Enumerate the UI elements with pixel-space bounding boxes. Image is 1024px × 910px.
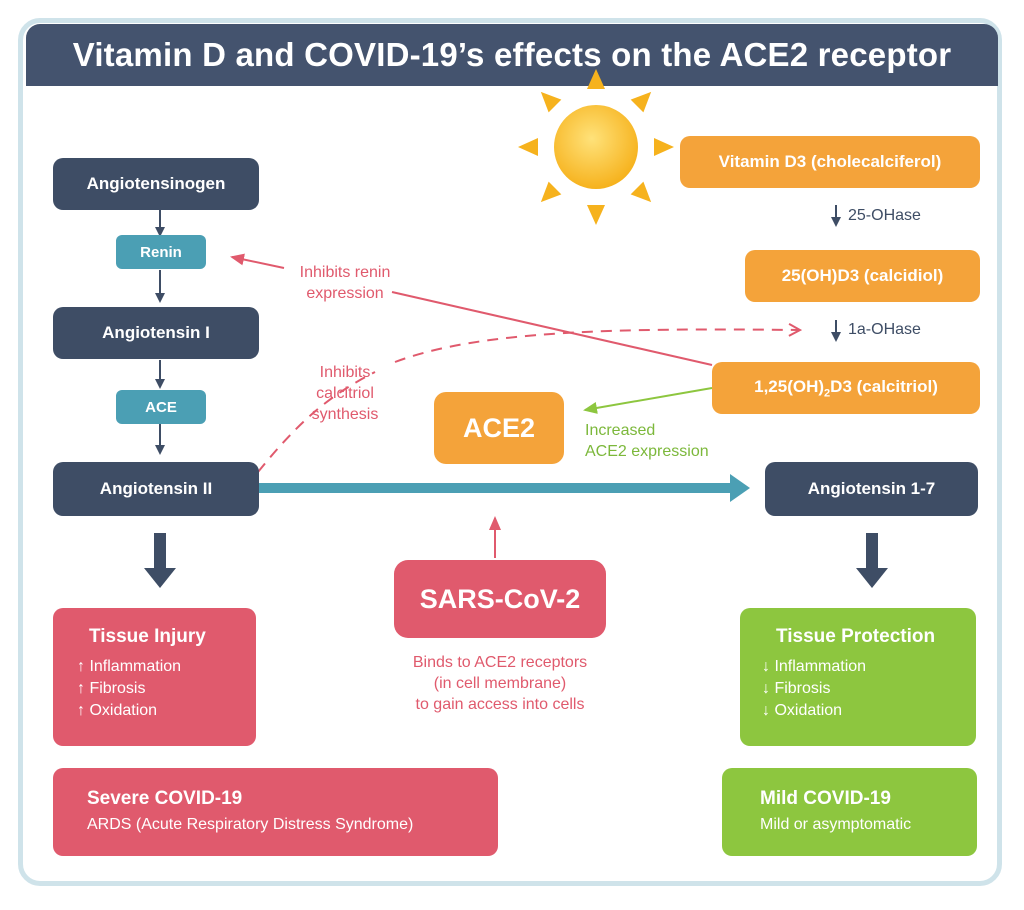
arrow-to-tissue-protection xyxy=(856,533,888,588)
severe-covid-title: Severe COVID-19 xyxy=(87,788,243,809)
calcidiol-label: 25(OH)D3 (calcidiol) xyxy=(781,266,944,285)
calcidiol-box: 25(OH)D3 (calcidiol) xyxy=(745,250,980,302)
ace2-box: ACE2 xyxy=(434,392,564,464)
calcitriol-suffix: D3 (calcitriol) xyxy=(830,376,938,396)
mild-covid-title: Mild COVID-19 xyxy=(760,788,891,809)
vitamin-d3-box: Vitamin D3 (cholecalciferol) xyxy=(680,136,980,188)
inhibits-renin-arrow xyxy=(230,253,285,269)
step-1a-ohase-label: 1a-OHase xyxy=(848,321,921,338)
sars-note-line-3: to gain access into cells xyxy=(415,696,585,713)
angiotensinogen-box: Angiotensinogen xyxy=(53,158,259,210)
increased-ace2-annotation: Increased ACE2 expression xyxy=(585,420,745,462)
inhibits-calcitriol-line-1: Inhibits xyxy=(319,364,371,381)
renin-label: Renin xyxy=(140,243,182,261)
tissue-protection-item: ↓ Inflammation xyxy=(762,658,867,675)
calcitriol-subscript: 2 xyxy=(824,387,831,400)
increased-ace2-line-1: Increased xyxy=(585,422,656,439)
angiotensin-2-box: Angiotensin II xyxy=(53,462,259,516)
conversion-arrow-head xyxy=(730,474,750,502)
angiotensin-1-7-box: Angiotensin 1-7 xyxy=(765,462,978,516)
sars-note: Binds to ACE2 receptors (in cell membran… xyxy=(360,652,640,715)
inhibits-calcitriol-line-2: calcitriol xyxy=(316,385,374,402)
ace2-label: ACE2 xyxy=(462,412,536,443)
inhibits-calcitriol-line xyxy=(257,329,800,473)
ace-box: ACE xyxy=(116,390,206,424)
tissue-protection-title: Tissue Protection xyxy=(776,626,936,647)
inhibits-renin-annotation: Inhibits renin expression xyxy=(282,262,408,304)
vitamin-d3-label: Vitamin D3 (cholecalciferol) xyxy=(718,152,942,171)
calcitriol-prefix: 1,25(OH) xyxy=(754,376,825,396)
angiotensinogen-label: Angiotensinogen xyxy=(86,174,226,193)
inhibits-calcitriol-line-3: synthesis xyxy=(311,406,379,423)
renin-box: Renin xyxy=(116,235,206,269)
sars-cov-2-box: SARS-CoV-2 xyxy=(394,560,606,638)
mild-covid-subtitle: Mild or asymptomatic xyxy=(760,816,912,833)
step-25-ohase: 25-OHase xyxy=(848,205,958,226)
tissue-injury-item: ↑ Inflammation xyxy=(77,658,182,675)
inhibits-calcitriol-annotation: Inhibits calcitriol synthesis xyxy=(295,362,395,425)
angiotensin-1-box: Angiotensin I xyxy=(53,307,259,359)
inhibits-renin-line xyxy=(391,291,713,366)
tissue-injury-item: ↑ Oxidation xyxy=(77,702,158,719)
tissue-injury-title: Tissue Injury xyxy=(89,626,206,647)
severe-covid-box: Severe COVID-19 ARDS (Acute Respiratory … xyxy=(53,768,498,856)
ace-label: ACE xyxy=(145,398,177,416)
inhibits-renin-line-2: expression xyxy=(306,285,384,302)
diagram-title: Vitamin D and COVID-19’s effects on the … xyxy=(72,36,952,73)
conversion-arrow-shaft xyxy=(258,483,732,493)
sars-cov-2-label: SARS-CoV-2 xyxy=(419,583,581,614)
tissue-injury-item: ↑ Fibrosis xyxy=(77,680,146,697)
arrow-to-tissue-injury xyxy=(144,533,176,588)
sars-note-line-1: Binds to ACE2 receptors xyxy=(412,654,588,671)
step-1a-ohase: 1a-OHase xyxy=(848,319,958,340)
tissue-injury-box: Tissue Injury ↑ Inflammation ↑ Fibrosis … xyxy=(53,608,256,746)
sun-icon xyxy=(518,69,674,225)
calcitriol-box: 1,25(OH)2D3 (calcitriol) xyxy=(712,362,980,414)
calcitriol-label: 1,25(OH)2D3 (calcitriol) xyxy=(754,377,938,399)
tissue-protection-item: ↓ Fibrosis xyxy=(762,680,831,697)
tissue-protection-item: ↓ Oxidation xyxy=(762,702,843,719)
inhibits-renin-line-1: Inhibits renin xyxy=(299,264,391,281)
increased-ace2-line-2: ACE2 expression xyxy=(585,443,709,460)
sars-note-line-2: (in cell membrane) xyxy=(433,675,567,692)
angiotensin-1-7-label: Angiotensin 1-7 xyxy=(807,479,936,498)
angiotensin-1-label: Angiotensin I xyxy=(102,323,210,342)
angiotensin-2-label: Angiotensin II xyxy=(99,479,213,498)
title-bar: Vitamin D and COVID-19’s effects on the … xyxy=(26,24,998,86)
severe-covid-subtitle: ARDS (Acute Respiratory Distress Syndrom… xyxy=(87,816,414,833)
mild-covid-box: Mild COVID-19 Mild or asymptomatic xyxy=(722,768,977,856)
tissue-protection-box: Tissue Protection ↓ Inflammation ↓ Fibro… xyxy=(740,608,976,746)
step-25-ohase-label: 25-OHase xyxy=(848,207,921,224)
increased-ace2-arrow xyxy=(583,387,713,414)
